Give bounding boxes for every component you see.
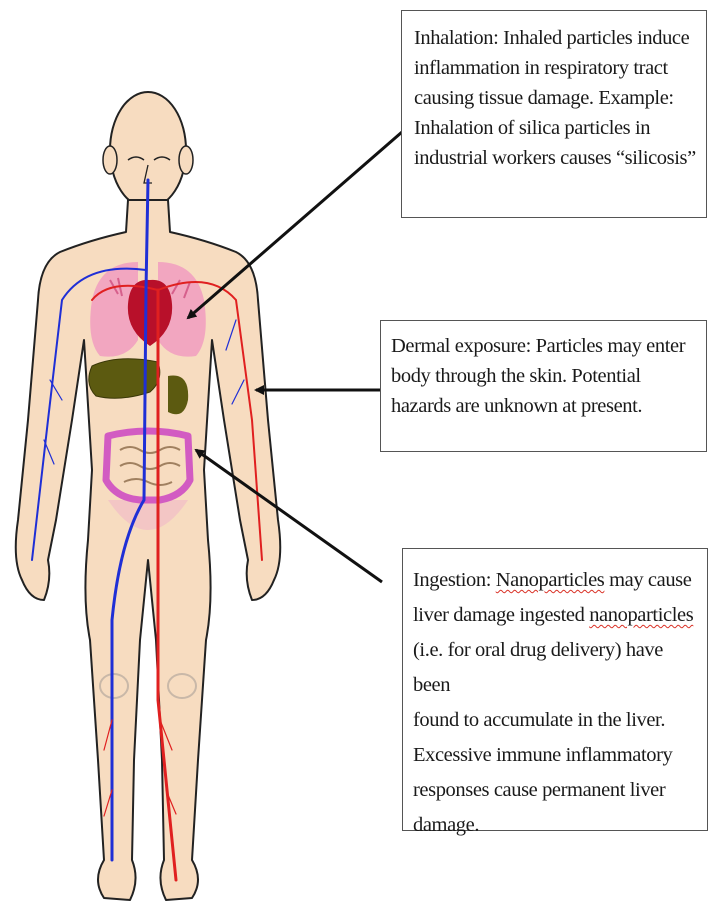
callout-dermal-text: Dermal exposure: Particles may enter bod… bbox=[391, 331, 700, 421]
left-ear bbox=[103, 146, 117, 174]
arrow-inhalation bbox=[188, 132, 402, 318]
callout-inhalation-text: Inhalation: Inhaled particles induce inf… bbox=[414, 23, 700, 173]
ingestion-prefix: Ingestion: bbox=[413, 569, 496, 591]
right-ear bbox=[179, 146, 193, 174]
callout-ingestion: Ingestion: Nanoparticles may cause liver… bbox=[402, 548, 708, 831]
liver bbox=[89, 359, 160, 398]
ingestion-rest: (i.e. for oral drug delivery) have been … bbox=[413, 639, 672, 836]
callout-dermal-exposure: Dermal exposure: Particles may enter bod… bbox=[380, 320, 707, 452]
callout-inhalation: Inhalation: Inhaled particles induce inf… bbox=[401, 10, 707, 218]
callout-ingestion-text: Ingestion: Nanoparticles may cause liver… bbox=[413, 563, 701, 843]
spellcheck-word-2: nanoparticles bbox=[589, 604, 693, 626]
spellcheck-word-1: Nanoparticles bbox=[496, 569, 605, 591]
arrow-ingestion bbox=[196, 450, 382, 582]
